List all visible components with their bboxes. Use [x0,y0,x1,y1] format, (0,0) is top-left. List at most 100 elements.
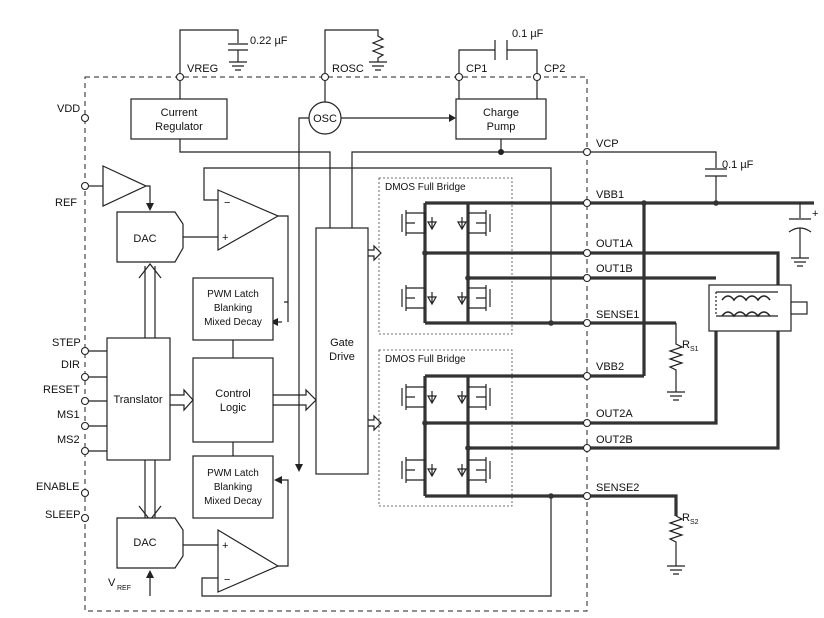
gate-drive-block [315,227,369,475]
chip-boundary [84,76,588,612]
pin-vdd [80,113,90,123]
pin-vbb2 [582,371,592,381]
control-logic-line1: Control [215,388,250,400]
pin-ref [80,181,90,191]
pwm-top-line1: PWM Latch [207,289,259,300]
pin-sleep-label: SLEEP [45,509,80,521]
dac-bottom-block [116,517,184,569]
pin-out2b [582,443,592,453]
bridge-top-label: DMOS Full Bridge [385,182,466,193]
control-to-gate-arrow [273,388,317,412]
pin-out2b-label: OUT2B [596,434,633,446]
pin-vreg [175,72,185,82]
pin-vbb1-label: VBB1 [596,189,624,201]
rs1-label: R [682,339,690,351]
pwm-bottom-line2: Blanking [214,482,252,493]
ground-icon [667,565,685,575]
pin-enable [80,488,90,498]
pin-out1a [582,248,592,258]
charge-pump-line2: Pump [487,121,516,133]
pin-rosc-label: ROSC [332,63,364,75]
comparator-top-plus: + [222,232,228,244]
ground-icon [791,228,809,267]
pin-dir-label: DIR [61,359,80,371]
pin-vbb2-label: VBB2 [596,361,624,373]
translator-block [106,337,171,461]
stepper-motor-icon [708,284,808,332]
vref-label: V [108,577,116,589]
pin-out1a-label: OUT1A [596,238,633,250]
charge-pump-block [455,98,547,140]
gate-drive-line1: Gate [330,337,354,349]
pin-out1b-label: OUT1B [596,263,633,275]
pwm-top-line3: Mixed Decay [204,317,262,328]
control-logic-block [192,357,274,443]
bulk-cap-plus: + [812,208,818,220]
pin-cp1 [454,72,464,82]
bridge-top-frame [378,177,513,335]
rs2-sub: S2 [690,519,699,526]
comparator-top-minus: − [224,197,230,209]
bridge-bottom-label: DMOS Full Bridge [385,354,466,365]
comparator-bottom [217,528,280,593]
dac-bottom-label: DAC [133,537,156,549]
pin-rosc [320,72,330,82]
translator-label: Translator [113,394,162,406]
ground-icon [667,391,685,401]
pin-reset-label: RESET [43,384,80,396]
rosc-resistor [324,29,385,77]
ground-icon [229,50,247,71]
pin-vbb1 [582,198,592,208]
pwm-bottom-line3: Mixed Decay [204,496,262,507]
pwm-top-line2: Blanking [214,303,252,314]
gate-drive-line2: Drive [329,351,355,363]
pin-out1b [582,273,592,283]
dac-top-block [116,211,184,263]
pin-ms1 [80,421,90,431]
cap-vcp-label: 0.1 µF [722,159,754,171]
rs1-resistor [668,323,684,392]
vref-sub: REF [117,585,131,592]
ground-icon [369,61,387,71]
pin-step [80,346,90,356]
dac-top-label: DAC [133,233,156,245]
pin-ref-label: REF [55,197,77,209]
pin-out2a-label: OUT2A [596,408,633,420]
pin-enable-label: ENABLE [36,481,79,493]
pin-sense1 [582,318,592,328]
pin-step-label: STEP [52,337,81,349]
pwm-bottom-block [192,455,274,519]
ref-buffer [102,165,148,207]
control-logic-line2: Logic [220,402,247,414]
pwm-bottom-line1: PWM Latch [207,468,259,479]
pin-ms2 [80,446,90,456]
pin-cp1-label: CP1 [466,63,487,75]
osc-label: OSC [313,113,337,125]
bridge-bottom-frame [378,349,513,507]
rs2-label: R [682,512,690,524]
pin-vcp [582,147,592,157]
pin-sense2-label: SENSE2 [596,482,639,494]
rs2-resistor [668,515,684,566]
pin-ms1-label: MS1 [57,409,80,421]
current-regulator-block [130,98,228,140]
pin-sense2 [582,491,592,501]
pin-sleep [80,513,90,523]
pwm-top-block [192,277,274,341]
pin-vreg-label: VREG [187,63,218,75]
current-regulator-line2: Regulator [155,121,203,133]
cap-cp-label: 0.1 µF [512,28,544,40]
pin-cp2-label: CP2 [544,63,565,75]
charge-pump-line1: Charge [483,107,519,119]
pin-out2a [582,418,592,428]
cap-vreg-label: 0.22 µF [250,35,288,47]
mosfet-bridge-top [401,203,491,323]
comparator-top [217,189,280,252]
pin-vdd-label: VDD [57,103,80,115]
pin-ms2-label: MS2 [57,434,80,446]
comparator-bottom-minus: − [224,574,230,586]
mosfet-bridge-bottom [401,376,491,496]
current-regulator-line1: Current [161,107,198,119]
pin-cp2 [532,72,542,82]
